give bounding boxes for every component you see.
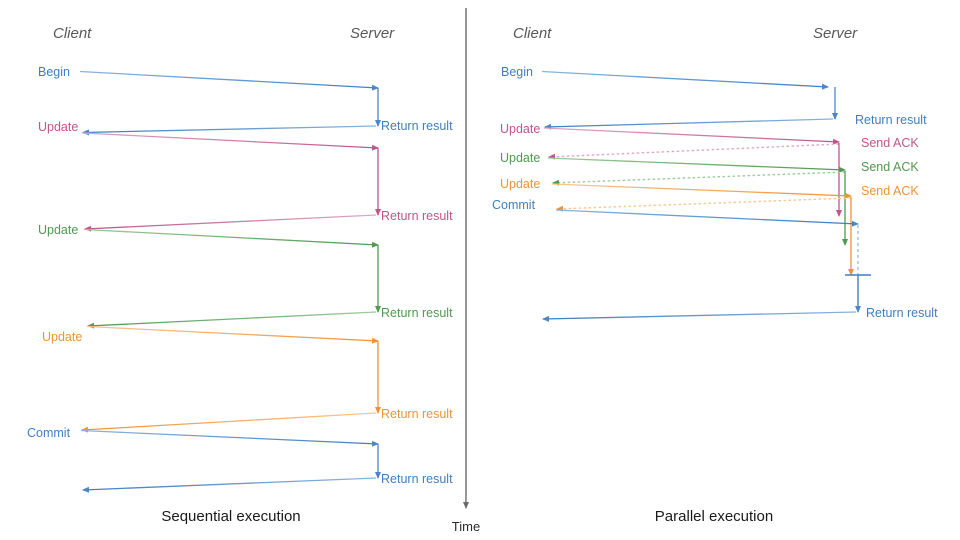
right-msg-return-1: Return result [544,113,927,130]
right-server-header: Server [813,25,858,42]
left-label-return-4: Return result [381,407,453,421]
arrow-update-2 [83,228,379,248]
left-server-header: Server [350,25,395,42]
right-ack-3: Send ACK [556,184,919,212]
right-client-header: Client [513,25,552,42]
right-label-update-3: Update [500,177,540,191]
arrow-return-3 [87,311,377,329]
right-label-begin: Begin [501,65,533,79]
left-msg-return-3: Return result [87,306,453,329]
arrow-begin-request [79,70,379,91]
right-msg-commit: Commit [492,198,859,227]
right-msg-begin: Begin [501,65,829,90]
arrow-ack-3-dotted [556,197,852,212]
right-ack-2: Send ACK [552,160,919,186]
arrow-commit [80,429,379,447]
arrow-update-3 [86,325,379,344]
right-label-ack-3: Send ACK [861,184,919,198]
left-msg-return-5: Return result [82,472,453,493]
left-label-update-3: Update [42,330,82,344]
left-label-begin: Begin [38,65,70,79]
left-msg-update-3: Update [42,325,379,344]
left-client-header: Client [53,25,92,42]
right-msg-return-2: Return result [542,306,938,322]
time-axis: Time [452,8,480,534]
right-msg-update-3: Update [500,177,852,199]
right-label-return-2: Return result [866,306,938,320]
arrow-ack-2-dotted [552,171,846,186]
left-label-return-2: Return result [381,209,453,223]
arrow-return-5 [82,477,377,493]
arrow-return-2 [84,214,377,232]
right-label-ack-1: Send ACK [861,136,919,150]
time-axis-label: Time [452,519,480,534]
left-label-commit: Commit [27,426,71,440]
left-msg-return-2: Return result [84,209,453,232]
left-label-return-3: Return result [381,306,453,320]
arrow-update-2-parallel [547,157,846,173]
left-label-update-2: Update [38,223,78,237]
left-label-return-5: Return result [381,472,453,486]
arrow-return-1 [82,125,377,136]
panel-sequential: Client Server Begin Return result Update [27,25,453,525]
arrow-begin-request-parallel [541,70,829,90]
right-label-ack-2: Send ACK [861,160,919,174]
left-label-return-1: Return result [381,119,453,133]
left-msg-return-1: Return result [82,119,453,136]
arrow-ack-1-dotted [548,143,840,160]
right-label-commit: Commit [492,198,536,212]
right-panel-caption: Parallel execution [655,508,773,525]
left-msg-commit: Commit [27,426,379,447]
right-msg-update-2: Update [500,151,846,173]
arrow-return-1-parallel [544,118,834,130]
arrow-return-2-parallel [542,311,857,322]
left-panel-caption: Sequential execution [161,508,300,525]
left-msg-update-2: Update [38,223,379,248]
arrow-update-1 [81,132,379,151]
arrow-return-4 [81,412,377,433]
right-msg-update-1: Update [500,122,840,145]
arrow-update-1-parallel [543,127,840,145]
arrow-commit-parallel [555,209,859,227]
right-ack-1: Send ACK [548,136,919,160]
arrow-update-3-parallel [551,183,852,199]
right-label-return-1: Return result [855,113,927,127]
right-label-update-1: Update [500,122,540,136]
panel-parallel: Client Server Begin Return result Update… [492,25,938,525]
left-msg-begin: Begin [38,65,379,91]
left-label-update-1: Update [38,120,78,134]
right-label-update-2: Update [500,151,540,165]
left-msg-return-4: Return result [81,407,453,433]
left-msg-update-1: Update [38,120,379,151]
